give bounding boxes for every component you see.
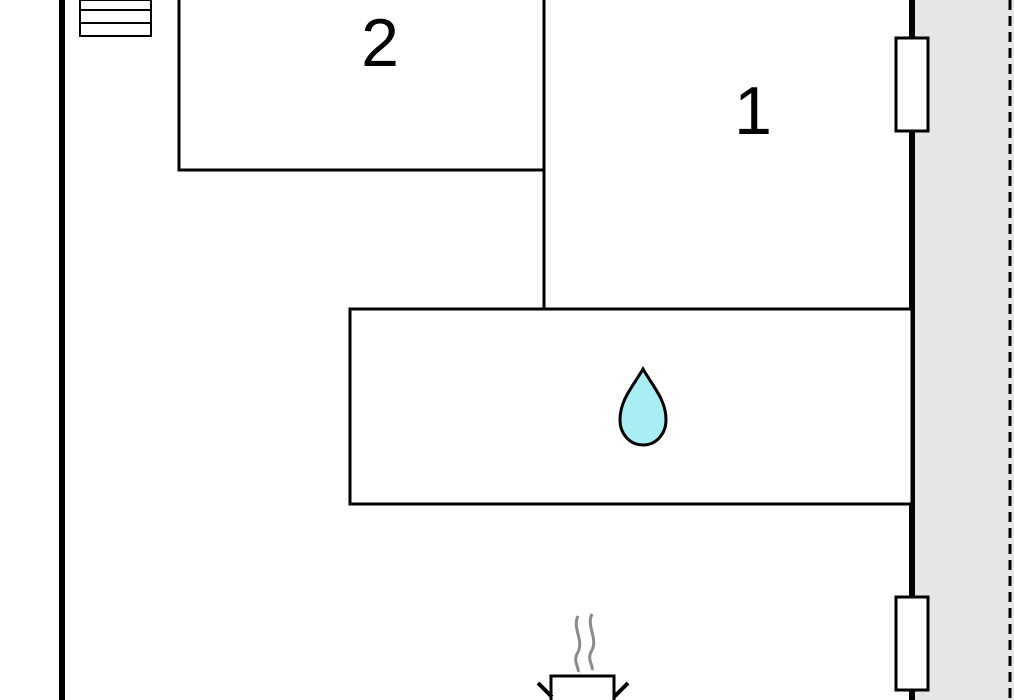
window-top [894,36,930,133]
kitchen-stove-icon [536,613,630,700]
bathroom-drop-icon [618,366,668,447]
radiator-icon [79,0,152,37]
exterior-area [914,0,1014,700]
room-2-number: 2 [361,5,399,81]
room-1-number: 1 [734,73,772,149]
room-2-outline [177,0,546,172]
window-bottom [894,595,930,692]
